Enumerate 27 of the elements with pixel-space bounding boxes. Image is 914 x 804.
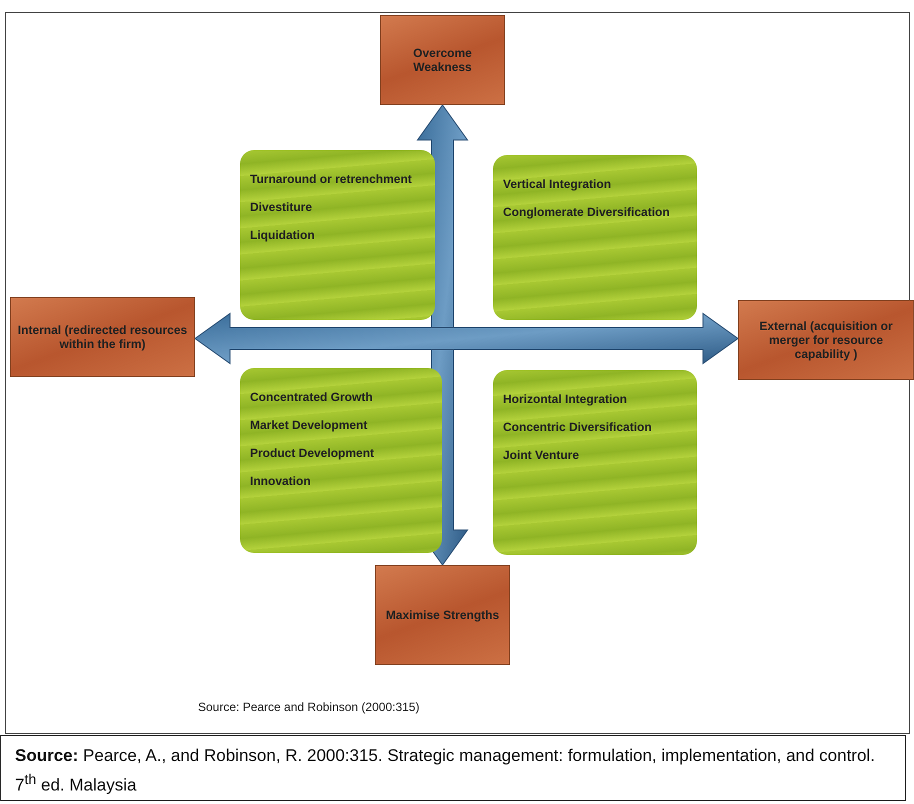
box-label: Maximise Strengths: [386, 608, 500, 622]
citation-text: Source: Pearce, A., and Robinson, R. 2000:315. Strategic management: formulation, implementation, and control. 7$^{th}$ ed. Malaysia: [0, 735, 906, 801]
strategy-item: Vertical Integration: [503, 177, 612, 191]
direction-box: [375, 565, 510, 665]
direction-box: [10, 297, 195, 377]
strategy-item: Concentric Diversification: [503, 420, 653, 434]
direction-box: [738, 300, 914, 380]
strategy-item: Product Development: [250, 446, 376, 460]
strategy-panel: [493, 155, 697, 320]
strategy-item: Market Development: [250, 418, 368, 432]
strategy-item: Concentrated Growth: [250, 390, 374, 404]
strategy-panel: [493, 370, 697, 555]
strategy-panel: [240, 150, 435, 320]
strategy-panel: [240, 368, 442, 553]
box-label: Internal (redirected resources within the firm): [16, 323, 188, 351]
strategy-item: Joint Venture: [503, 448, 580, 462]
strategy-item: Divestiture: [250, 200, 314, 214]
strategy-item: Liquidation: [250, 228, 316, 242]
source-note: Source: Pearce and Robinson (2000:315): [198, 700, 420, 714]
strategy-item: Horizontal Integration: [503, 392, 628, 406]
strategy-item: Turnaround or retrenchment: [250, 172, 413, 186]
box-label: Overcome Weakness: [412, 46, 473, 74]
strategy-item: Innovation: [250, 474, 312, 488]
strategy-item: Conglomerate Diversification: [503, 205, 671, 219]
direction-box: [380, 15, 505, 105]
box-label: External (acquisition or merger for resource capability ): [758, 319, 894, 361]
double-arrow: [194, 312, 739, 364]
